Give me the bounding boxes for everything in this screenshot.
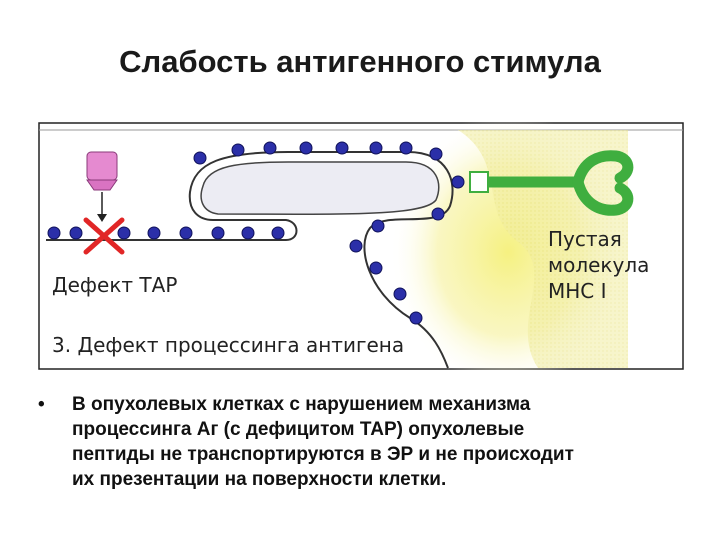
proteasome-icon bbox=[86, 151, 118, 222]
bullet-text: В опухолевых клетках с нарушением механи… bbox=[72, 392, 712, 492]
er-outline bbox=[46, 151, 454, 369]
bullet-marker: • bbox=[38, 394, 45, 415]
label-empty-line-1: Пустая bbox=[548, 227, 622, 251]
label-empty-line-2: молекула bbox=[548, 253, 649, 277]
bullet-line: их презентации на поверхности клетки. bbox=[72, 469, 447, 490]
er-lumen bbox=[200, 161, 440, 215]
slide-title: Слабость антигенного стимула bbox=[119, 44, 601, 79]
label-defect-tap: Дефект ТАР bbox=[52, 273, 177, 297]
tap-defect-cross-icon bbox=[83, 217, 125, 255]
bullet-line: пептиды не транспортируются в ЭР и не пр… bbox=[72, 444, 574, 465]
mhc-anchor bbox=[469, 171, 489, 193]
bullet-line: процессинга Аг (с дефицитом ТАР) опухоле… bbox=[72, 419, 525, 440]
peptide-dots bbox=[47, 141, 465, 325]
tap-defect-figure: Дефект ТАР Пустая молекула МНС I 3. Дефе… bbox=[38, 122, 684, 370]
mhc-molecule-icon bbox=[480, 150, 634, 216]
figure-drawing: Дефект ТАР Пустая молекула МНС I 3. Дефе… bbox=[38, 122, 684, 370]
figure-caption: 3. Дефект процессинга антигена bbox=[52, 333, 404, 357]
label-empty-line-3: МНС I bbox=[548, 279, 607, 303]
bullet-line: В опухолевых клетках с нарушением механи… bbox=[72, 394, 531, 415]
